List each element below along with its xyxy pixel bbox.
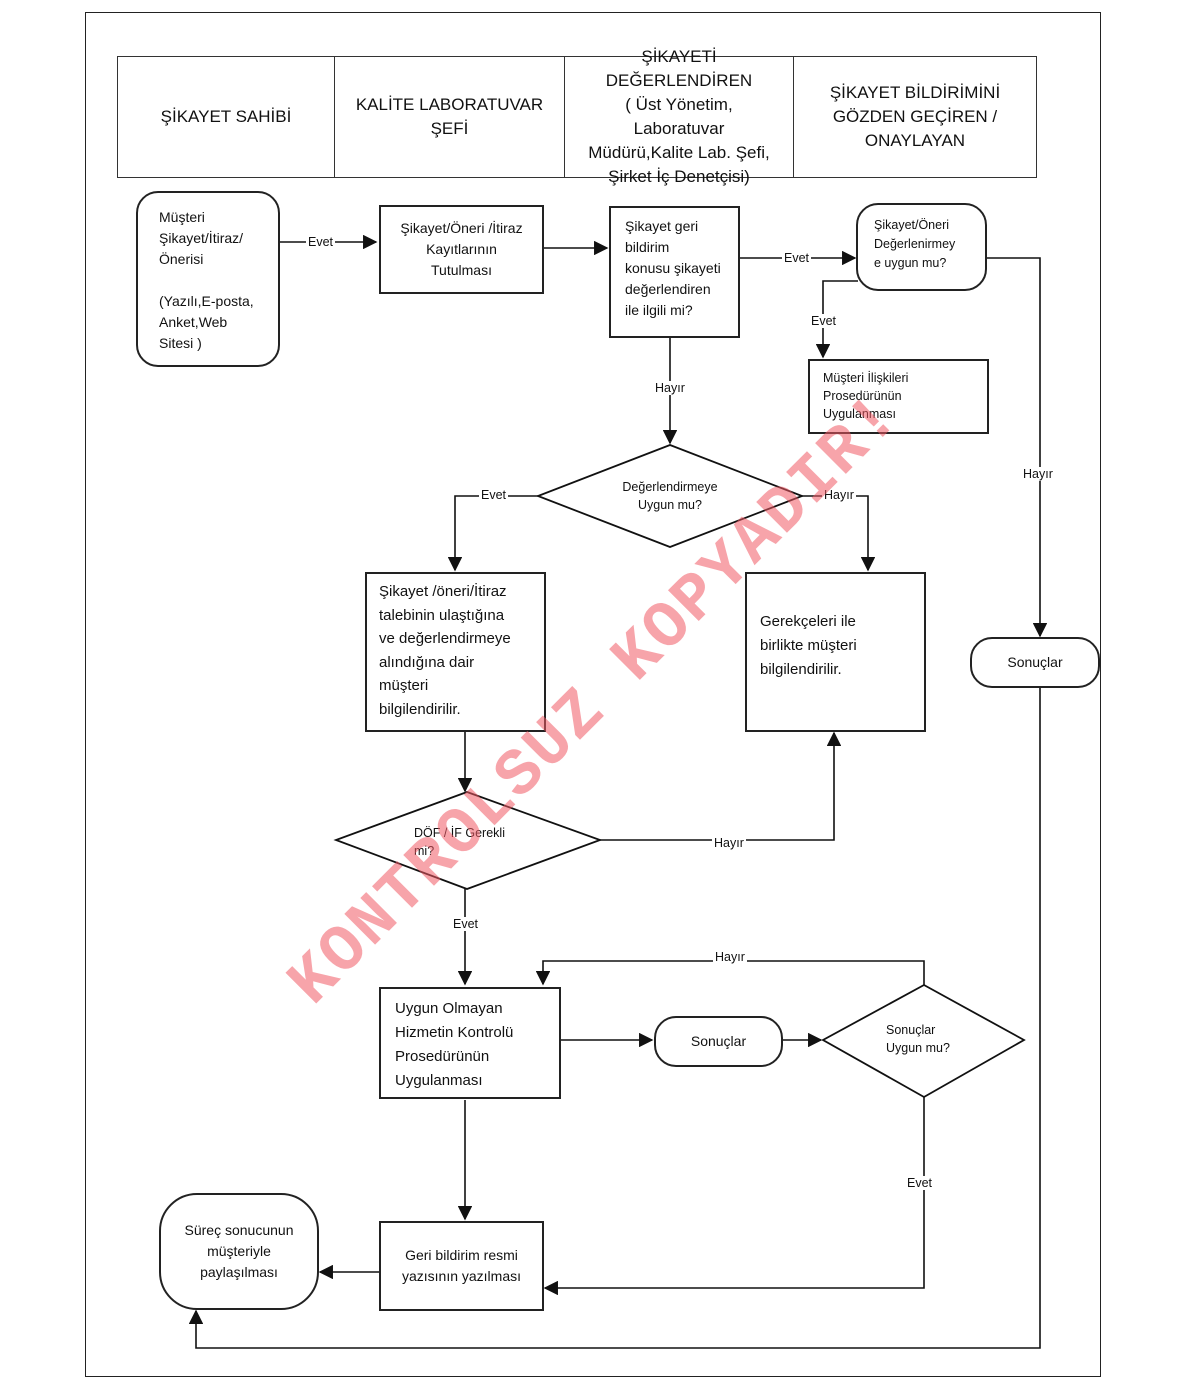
decision-dof-text: DÖF / İF Gerekli mi? (414, 826, 505, 858)
decision-evaluation-text: Değerlendirmeye Uygun mu? (622, 480, 718, 512)
process-inform-reasons: Gerekçeleri ile birlikte müşteri bilgile… (745, 572, 926, 732)
edge-label-hayir: Hayır (713, 950, 747, 964)
edge-label-evet: Evet (306, 235, 336, 249)
terminal-results-right: Sonuçlar (970, 637, 1100, 688)
decision-diamond-results (821, 983, 1026, 1099)
edge-label-hayir: Hayır (653, 381, 687, 395)
edge-label-evet: Evet (809, 314, 839, 328)
edge-dof-no (600, 731, 842, 841)
edge-label-evet: Evet (451, 917, 481, 931)
process-customer-relations: Müşteri İlişkileri Prosedürünün Uygulanm… (808, 359, 989, 434)
lane-reviewer-approver: ŞİKAYET BİLDİRİMİNİ GÖZDEN GEÇİREN / ONA… (793, 56, 1037, 178)
edge-label-evet: Evet (782, 251, 812, 265)
decision-suitable-check: Şikayet/Öneri Değerlenirmey e uygun mu? (856, 203, 987, 291)
edge-decision-no (802, 495, 876, 572)
edge-decision-yes (447, 495, 538, 572)
edge-label-evet: Evet (479, 488, 509, 502)
page-frame (85, 12, 1101, 1377)
process-related-check: Şikayet geri bildirim konusu şikayeti de… (609, 206, 740, 338)
edge-label-hayir: Hayır (822, 488, 856, 502)
terminal-results-mid: Sonuçlar (654, 1016, 783, 1067)
process-feedback-letter: Geri bildirim resmi yazısının yazılması (379, 1221, 544, 1311)
decision-results-text: Sonuçlar Uygun mu? (886, 1023, 950, 1055)
edge-suitable-to-relations (815, 280, 858, 359)
edge-ok-no-loop (535, 960, 925, 986)
edge-label-evet: Evet (905, 1176, 935, 1190)
lane-complainant: ŞİKAYET SAHİBİ (117, 56, 335, 178)
process-nonconforming-control: Uygun Olmayan Hizmetin Kontrolü Prosedür… (379, 987, 561, 1099)
process-inform-received: Şikayet /öneri/İtiraz talebinin ulaştığı… (365, 572, 546, 732)
decision-diamond-evaluation (535, 444, 805, 548)
start-customer-complaint: Müşteri Şikayet/İtiraz/ Önerisi (Yazılı,… (136, 191, 280, 367)
process-record-keeping: Şikayet/Öneri /İtiraz Kayıtlarının Tutul… (379, 205, 544, 294)
edge-results-to-share (188, 688, 1041, 1349)
decision-diamond-dof (333, 791, 603, 890)
lane-quality-lab-chief: KALİTE LABORATUVAR ŞEFİ (334, 56, 565, 178)
edge-suitable-to-results (987, 257, 1048, 638)
edge-label-hayir: Hayır (1021, 467, 1055, 481)
end-share-result: Süreç sonucunun müşteriyle paylaşılması (159, 1193, 319, 1310)
edge-label-hayir: Hayır (712, 836, 746, 850)
edge-ok-yes (543, 1097, 925, 1296)
